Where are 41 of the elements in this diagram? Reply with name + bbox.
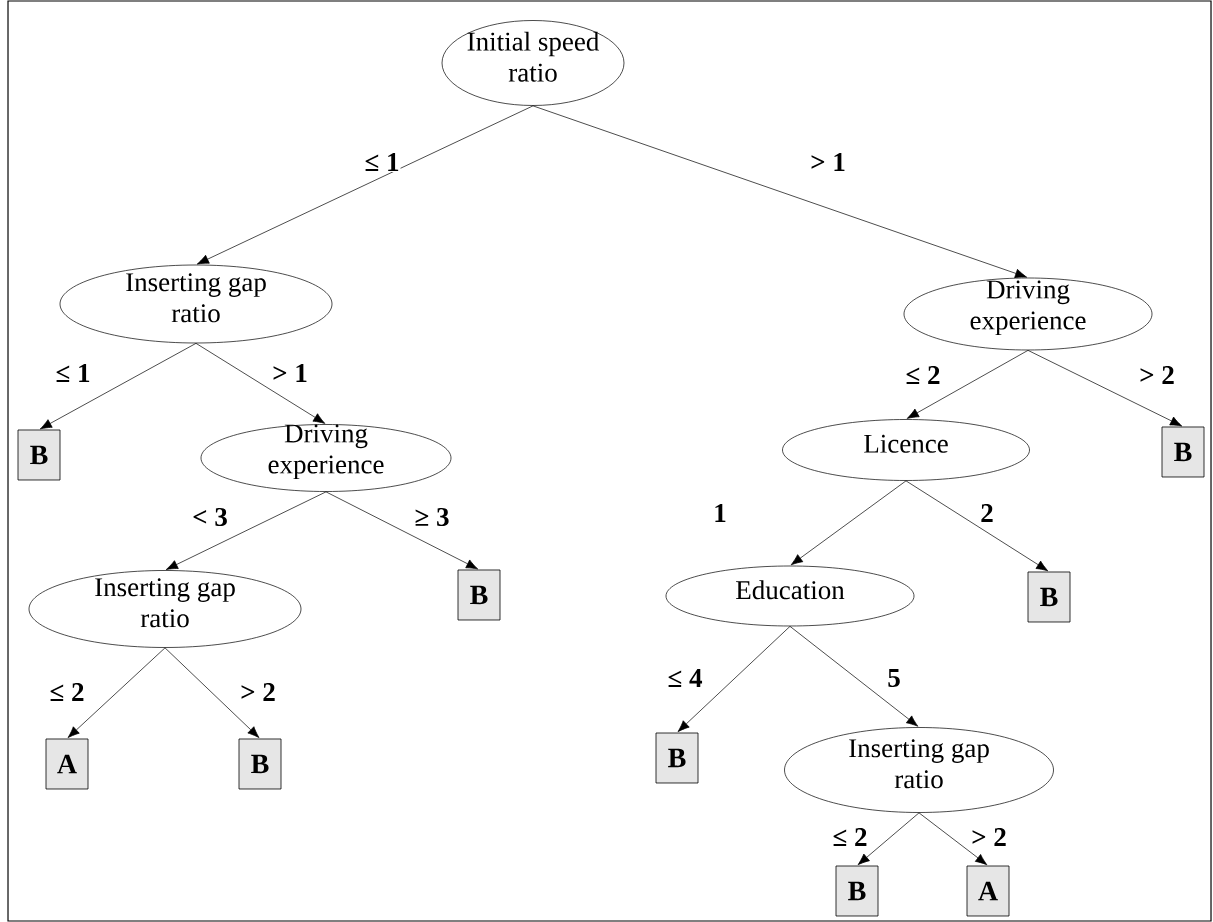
leaf-box: B — [238, 738, 282, 790]
edge-label: ≤ 2 — [48, 682, 86, 702]
leaf-box: B — [655, 732, 699, 784]
arrow — [532, 105, 1028, 278]
edge-label: > 1 — [809, 152, 847, 172]
arrow — [196, 105, 534, 265]
leaf-box: B — [457, 569, 501, 621]
leaf-box: B — [1027, 571, 1071, 623]
arrow — [39, 343, 197, 430]
edge-label: 1 — [712, 503, 728, 523]
edge-label: ≤ 1 — [363, 152, 401, 172]
edge-label: ≤ 2 — [831, 827, 869, 847]
arrow — [195, 343, 326, 424]
edge-label: > 2 — [970, 827, 1008, 847]
arrow — [165, 491, 327, 570]
arrow — [857, 812, 920, 866]
arrow — [906, 350, 1029, 419]
arrow — [1027, 350, 1183, 427]
arrow — [677, 626, 791, 732]
arrow — [67, 647, 166, 738]
leaf-box: B — [1161, 426, 1205, 478]
arrow — [789, 626, 919, 727]
leaf-box: B — [835, 865, 879, 917]
leaf-box: A — [966, 865, 1010, 917]
edge-label: 5 — [886, 668, 902, 688]
edge-label: ≤ 2 — [904, 365, 942, 385]
edge-label: ≤ 4 — [666, 668, 704, 688]
edge-label: ≤ 1 — [54, 363, 92, 383]
edge-label: < 3 — [191, 506, 229, 528]
arrow — [325, 491, 479, 570]
arrow — [905, 480, 1049, 572]
edge-label: > 2 — [1138, 365, 1176, 385]
edge-label: > 1 — [271, 363, 309, 383]
leaf-box: B — [17, 429, 61, 481]
edge-label: > 2 — [239, 682, 277, 702]
edge-label: ≥ 3 — [413, 506, 451, 528]
arrow — [790, 480, 907, 566]
arrow — [164, 647, 260, 738]
arrow — [918, 812, 988, 866]
leaf-box: A — [45, 738, 89, 790]
edge-label: 2 — [979, 503, 995, 523]
